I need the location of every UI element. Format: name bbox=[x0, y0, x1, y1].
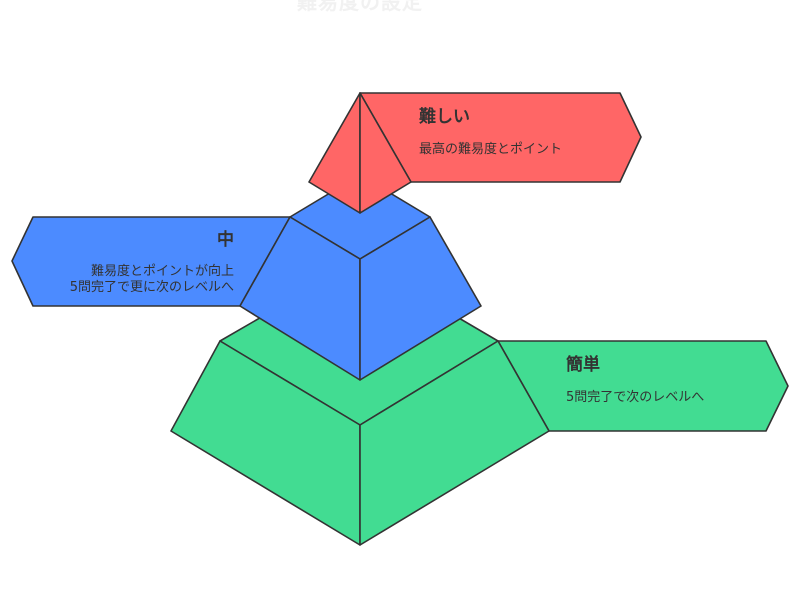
easy-right-face bbox=[359, 340, 550, 546]
easy-desc-line-1: 5問完了で次のレベルへ bbox=[566, 389, 704, 405]
hard-desc-line-1: 最高の難易度とポイント bbox=[419, 141, 562, 157]
page-title: 難易度の設定 bbox=[297, 0, 423, 14]
easy-title: 簡単 bbox=[565, 354, 600, 375]
tier-hard: 難しい 最高の難易度とポイント bbox=[308, 92, 642, 214]
medium-desc-line-1: 難易度とポイントが向上 bbox=[91, 263, 234, 279]
hard-title: 難しい bbox=[419, 106, 470, 127]
medium-right-face bbox=[359, 216, 482, 381]
hard-left-face bbox=[308, 92, 361, 214]
medium-desc-line-2: 5問完了で更に次のレベルへ bbox=[70, 279, 234, 295]
hard-right-face bbox=[359, 92, 412, 214]
tier-medium: 中 難易度とポイントが向上 5問完了で更に次のレベルへ bbox=[11, 174, 482, 381]
medium-title: 中 bbox=[217, 229, 234, 250]
